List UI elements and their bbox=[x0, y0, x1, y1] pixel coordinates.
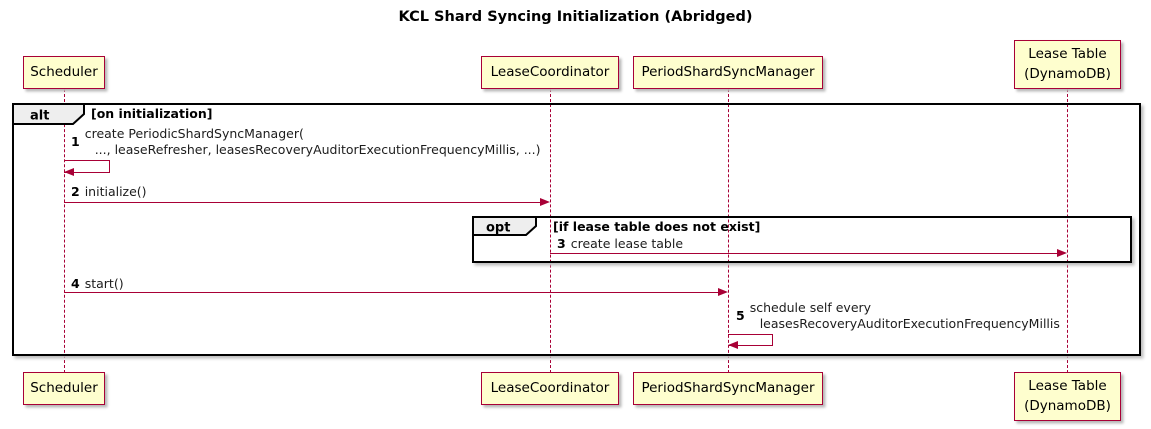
message-1-arrowhead-icon bbox=[64, 168, 74, 176]
opt-guard-label: [if lease table does not exist] bbox=[553, 219, 761, 234]
alt-tab-shape bbox=[12, 103, 85, 125]
message-5-line2: leasesRecoveryAuditorExecutionFrequencyM… bbox=[759, 315, 1060, 331]
participant-box-lease-table-top: Lease Table (DynamoDB) bbox=[1014, 40, 1121, 89]
lifeline-scheduler bbox=[64, 89, 65, 373]
alt-frame-tab: alt bbox=[12, 103, 85, 125]
participant-box-lease-coordinator-top: LeaseCoordinator bbox=[481, 56, 619, 89]
message-2-arrow-line bbox=[64, 202, 541, 204]
opt-operator-label: opt bbox=[486, 221, 510, 236]
message-3-number: 3 bbox=[557, 236, 566, 251]
diagram-title: KCL Shard Syncing Initialization (Abridg… bbox=[398, 9, 753, 25]
participant-box-period-shard-sync-manager-bottom: PeriodShardSyncManager bbox=[633, 372, 823, 405]
alt-frame: alt bbox=[12, 103, 1141, 356]
participant-label-line2: (DynamoDB) bbox=[1024, 65, 1111, 82]
opt-tab-shape bbox=[472, 216, 537, 236]
participant-box-scheduler-top: Scheduler bbox=[23, 56, 105, 89]
alt-operator-label: alt bbox=[30, 109, 49, 124]
participant-label: Lease Table bbox=[1028, 377, 1107, 394]
message-1-label: 1 create PeriodicShardSyncManager( ..., … bbox=[71, 126, 541, 157]
message-1-line2: ..., leaseRefresher, leasesRecoveryAudit… bbox=[94, 141, 541, 157]
message-5-label: 5 schedule self every leasesRecoveryAudi… bbox=[736, 300, 1060, 331]
message-3-arrowhead-icon bbox=[1057, 249, 1067, 258]
alt-guard-label: [on initialization] bbox=[91, 106, 213, 121]
participant-label: LeaseCoordinator bbox=[490, 379, 610, 396]
message-3-label: 3 create lease table bbox=[557, 236, 683, 251]
message-3-arrow-line bbox=[550, 253, 1058, 255]
participant-box-lease-table-bottom: Lease Table (DynamoDB) bbox=[1014, 372, 1121, 421]
message-2-text: initialize() bbox=[84, 184, 147, 199]
message-4-text: start() bbox=[84, 276, 124, 291]
message-4-arrowhead-icon bbox=[718, 288, 728, 297]
message-4-arrow-line bbox=[64, 292, 719, 294]
message-5-text: schedule self every leasesRecoveryAudito… bbox=[750, 300, 1060, 331]
participant-box-period-shard-sync-manager-top: PeriodShardSyncManager bbox=[633, 56, 823, 89]
opt-frame-tab: opt bbox=[472, 216, 537, 236]
message-2-arrowhead-icon bbox=[540, 198, 550, 207]
participant-label: Scheduler bbox=[30, 63, 98, 80]
message-1-line1: create PeriodicShardSyncManager( bbox=[84, 126, 304, 141]
message-5-line1: schedule self every bbox=[749, 300, 872, 315]
participant-label: PeriodShardSyncManager bbox=[641, 379, 815, 396]
message-1-number: 1 bbox=[71, 134, 80, 150]
participant-label-line2: (DynamoDB) bbox=[1024, 397, 1111, 414]
participant-label: Lease Table bbox=[1028, 45, 1107, 62]
lifeline-period-shard-sync-manager bbox=[728, 89, 729, 373]
message-5-self-arrow bbox=[728, 334, 773, 346]
message-4-number: 4 bbox=[71, 276, 80, 291]
participant-box-scheduler-bottom: Scheduler bbox=[23, 372, 105, 405]
participant-label: PeriodShardSyncManager bbox=[641, 63, 815, 80]
opt-frame: opt bbox=[472, 216, 1132, 263]
participant-label: LeaseCoordinator bbox=[490, 63, 610, 80]
message-3-text: create lease table bbox=[570, 236, 684, 251]
message-1-text: create PeriodicShardSyncManager( ..., le… bbox=[85, 126, 541, 157]
message-5-arrowhead-icon bbox=[728, 341, 738, 350]
message-1-self-arrow bbox=[64, 160, 110, 173]
message-2-number: 2 bbox=[71, 184, 80, 199]
participant-label: Scheduler bbox=[30, 379, 98, 396]
lifeline-lease-table bbox=[1067, 89, 1068, 373]
message-4-label: 4 start() bbox=[71, 276, 124, 291]
message-2-label: 2 initialize() bbox=[71, 184, 147, 199]
message-5-number: 5 bbox=[736, 308, 745, 324]
participant-box-lease-coordinator-bottom: LeaseCoordinator bbox=[481, 372, 619, 405]
lifeline-lease-coordinator bbox=[550, 89, 551, 373]
